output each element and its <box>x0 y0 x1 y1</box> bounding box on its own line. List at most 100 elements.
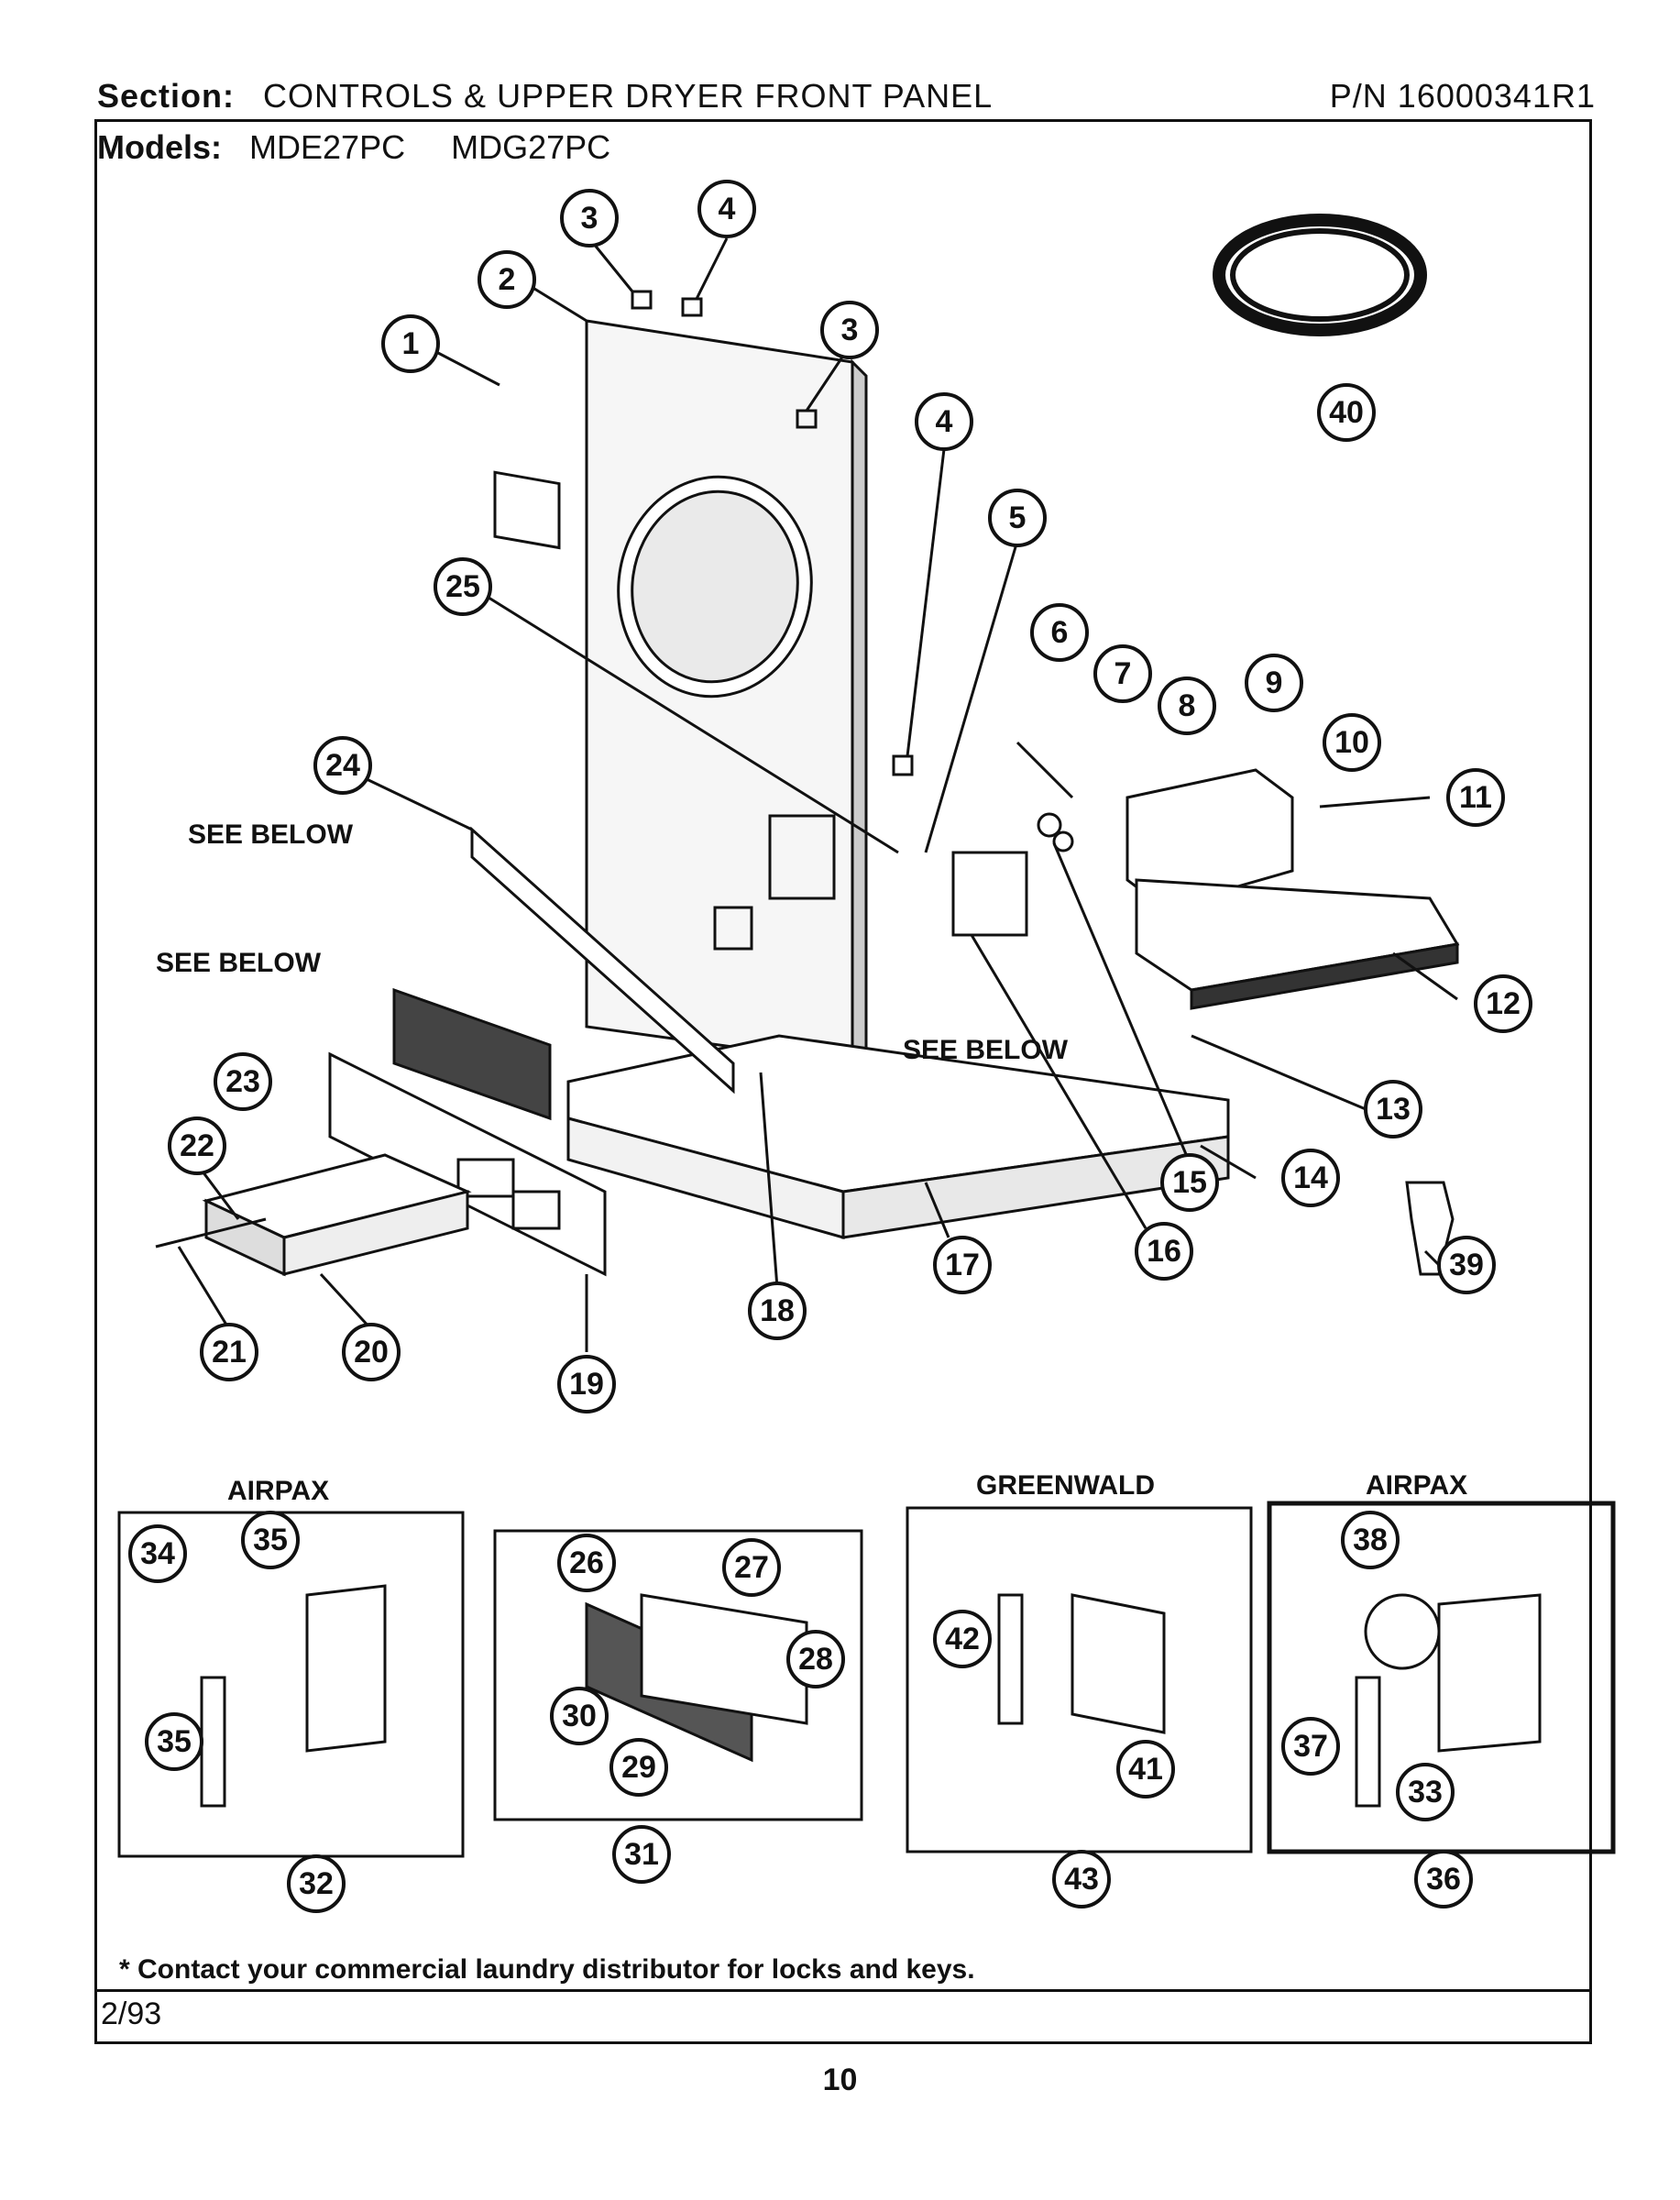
callout-24: 24 <box>313 736 372 795</box>
circuit-board <box>392 987 552 1121</box>
detail-title-greenwald: GREENWALD <box>976 1470 1155 1501</box>
callout-8: 8 <box>1158 676 1216 735</box>
callout-number: 40 <box>1329 395 1364 430</box>
relay-9 <box>1125 768 1294 909</box>
callout-circle <box>722 1538 781 1597</box>
callout-circle <box>933 1236 992 1294</box>
callout-43: 43 <box>1052 1850 1111 1908</box>
callout-39: 39 <box>1437 1236 1496 1294</box>
clip-4b <box>892 754 914 776</box>
callout-number: 31 <box>624 1837 659 1872</box>
clip-4a <box>681 297 703 317</box>
callout-circle <box>1323 713 1381 772</box>
callout-circle <box>612 1825 671 1884</box>
callout-circle <box>313 736 372 795</box>
callout-number: 22 <box>180 1128 214 1163</box>
callout-27: 27 <box>722 1538 781 1597</box>
callout-circle <box>748 1282 807 1340</box>
callout-number: 7 <box>1115 656 1132 691</box>
detail-title-airpax-2: AIRPAX <box>1366 1470 1468 1501</box>
rail-24 <box>470 826 735 1094</box>
callout-number: 17 <box>945 1248 980 1282</box>
callout-number: 23 <box>225 1064 260 1099</box>
callout-34: 34 <box>128 1524 187 1583</box>
callout-number: 5 <box>1009 500 1027 535</box>
callout-6: 6 <box>1030 603 1089 662</box>
callout-number: 34 <box>140 1536 175 1571</box>
callout-number: 14 <box>1293 1160 1328 1195</box>
models-label: Models: <box>97 128 223 166</box>
callout-number: 13 <box>1376 1092 1411 1127</box>
callout-number: 35 <box>157 1724 192 1759</box>
detail-box-32 <box>117 1511 465 1858</box>
callout-number: 19 <box>569 1367 604 1402</box>
section-label: Section: <box>97 77 236 115</box>
callout-number: 12 <box>1486 986 1521 1021</box>
callout-circle <box>128 1524 187 1583</box>
part-number: P/N 16000341R1 <box>1329 77 1596 115</box>
callout-5: 5 <box>988 489 1047 547</box>
callout-36: 36 <box>1414 1850 1473 1908</box>
clip-3a <box>631 290 653 310</box>
model-1: MDE27PC <box>249 128 406 166</box>
page-number: 10 <box>822 2062 858 2097</box>
model-2: MDG27PC <box>451 128 611 166</box>
callout-circle <box>381 314 440 373</box>
callout-number: 43 <box>1064 1862 1099 1897</box>
upper-front-panel <box>585 319 868 1075</box>
callout-number: 20 <box>354 1335 389 1370</box>
callout-23: 23 <box>214 1052 272 1111</box>
callout-number: 2 <box>499 262 516 297</box>
callout-20: 20 <box>342 1323 401 1381</box>
callout-40: 40 <box>1317 383 1376 442</box>
callout-number: 18 <box>760 1293 795 1328</box>
callout-circle <box>1158 676 1216 735</box>
detail-box-31 <box>493 1529 863 1821</box>
callout-17: 17 <box>933 1236 992 1294</box>
callout-number: 39 <box>1449 1248 1484 1282</box>
callout-circle <box>200 1323 258 1381</box>
callout-circle <box>820 301 879 359</box>
section-title: Section: CONTROLS & UPPER DRYER FRONT PA… <box>97 77 993 116</box>
callout-layer: 1233445678910111213141516171819202122232… <box>128 180 1532 1913</box>
callout-circle <box>478 250 536 309</box>
callout-number: 8 <box>1179 688 1196 723</box>
callout-9: 9 <box>1245 654 1303 712</box>
callout-number: 38 <box>1353 1523 1388 1557</box>
console-panel <box>328 1051 607 1277</box>
callout-2: 2 <box>478 250 536 309</box>
callout-3: 3 <box>820 301 879 359</box>
callout-number: 6 <box>1051 615 1069 650</box>
callout-circle <box>915 392 973 451</box>
callout-number: 41 <box>1128 1752 1163 1787</box>
callout-32: 32 <box>287 1854 346 1913</box>
callout-12: 12 <box>1474 974 1532 1033</box>
callout-35: 35 <box>145 1712 203 1771</box>
callout-circle <box>988 489 1047 547</box>
callout-7: 7 <box>1093 644 1152 703</box>
callout-30: 30 <box>550 1687 609 1745</box>
diagram-frame <box>94 119 1592 2044</box>
callout-circle <box>1116 1740 1175 1798</box>
callout-25: 25 <box>434 557 492 616</box>
see-below-label: SEE BELOW <box>903 1035 1069 1065</box>
callout-number: 4 <box>719 192 736 226</box>
callout-circle <box>342 1323 401 1381</box>
callout-circle <box>1281 1149 1340 1207</box>
callout-number: 11 <box>1459 780 1492 815</box>
callout-circle <box>1160 1153 1219 1212</box>
callout-33: 33 <box>1396 1763 1455 1821</box>
callout-circle <box>214 1052 272 1111</box>
callout-14: 14 <box>1281 1149 1340 1207</box>
callout-circle <box>1030 603 1089 662</box>
callout-circle <box>550 1687 609 1745</box>
callout-number: 35 <box>253 1523 288 1557</box>
callout-number: 29 <box>621 1750 656 1785</box>
see-below-label: SEE BELOW <box>156 948 322 978</box>
callout-circle <box>1414 1850 1473 1908</box>
callout-26: 26 <box>557 1534 616 1592</box>
callout-number: 36 <box>1426 1862 1461 1897</box>
footer-divider <box>94 1989 1592 1992</box>
callout-number: 28 <box>798 1642 833 1677</box>
callout-circle <box>1093 644 1152 703</box>
